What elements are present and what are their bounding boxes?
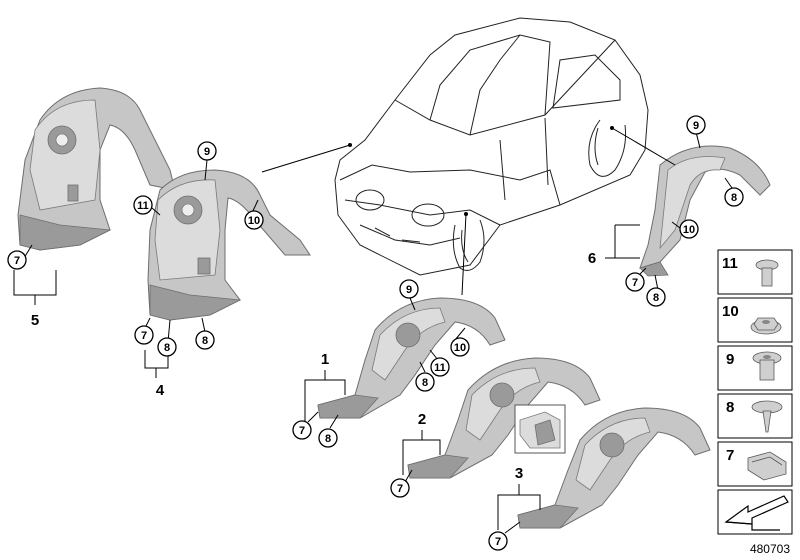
legend-item-expanding-rivet: 11 [717,249,793,295]
car-illustration [334,17,649,276]
callout: 9 [197,141,217,161]
svg-text:10: 10 [683,224,695,236]
callout: 10 [450,337,470,357]
svg-text:8: 8 [325,433,331,445]
callout: 11 [133,195,153,215]
svg-text:8: 8 [731,192,737,204]
svg-text:7: 7 [141,330,147,342]
spring-nut-icon [747,451,787,481]
svg-text:7: 7 [632,277,638,289]
svg-text:11: 11 [722,255,738,272]
callout: 7 [390,478,410,498]
svg-text:8: 8 [422,377,428,389]
legend-item-spring-nut: 7 [717,441,793,487]
svg-text:7: 7 [14,255,20,267]
callout: 8 [415,372,435,392]
arrow-icon [724,495,789,531]
svg-text:8: 8 [202,335,208,347]
plastic-nut-icon [752,351,782,381]
svg-text:9: 9 [204,146,210,158]
wheel-arch-liner-3 [517,407,711,529]
callout: 7 [134,325,154,345]
screw-icon [751,400,783,433]
svg-text:8: 8 [726,399,734,416]
callout: 11 [430,357,450,377]
callout: 9 [686,115,706,135]
callout: 9 [399,279,419,299]
callout: 7 [7,250,27,270]
group-label-2: 2 [418,411,426,428]
svg-text:7: 7 [299,425,305,437]
legend-item-plastic-nut: 9 [717,345,793,391]
svg-text:9: 9 [406,284,412,296]
svg-text:10: 10 [248,215,260,227]
callouts: 9 11 10 7 7 8 8 9 10 11 8 7 8 7 7 9 8 10… [7,115,744,551]
group-label-3: 3 [515,465,523,482]
detail-inset [514,404,566,454]
group-labels: 5 4 6 1 2 3 [31,250,596,482]
svg-text:10: 10 [722,303,739,320]
svg-text:9: 9 [726,351,734,368]
group-label-1: 1 [321,351,329,368]
callout: 8 [318,428,338,448]
group-brackets [13,224,640,530]
callout: 7 [488,531,508,551]
svg-text:7: 7 [397,483,403,495]
callout: 8 [195,330,215,350]
reference-number: 480703 [750,542,790,556]
legend-item-flange-nut: 10 [717,297,793,343]
svg-text:9: 9 [693,120,699,132]
svg-text:8: 8 [653,292,659,304]
callout: 10 [244,210,264,230]
callout: 8 [646,287,666,307]
wheel-arch-liner-4 [147,169,311,321]
svg-text:11: 11 [434,362,446,374]
group-label-4: 4 [156,382,165,399]
flange-nut-icon [750,317,782,335]
svg-text:8: 8 [164,342,170,354]
svg-text:11: 11 [137,200,149,212]
legend-item-screw: 8 [717,393,793,439]
callout: 8 [724,187,744,207]
wheel-arch-liner-2 [407,357,601,479]
group-label-5: 5 [31,312,39,329]
callout: 10 [679,219,699,239]
group-label-6: 6 [588,250,596,267]
wheel-arch-liner-5 [17,87,176,251]
svg-text:10: 10 [454,342,466,354]
parts-legend: 11 10 9 8 [717,249,793,535]
callout: 7 [625,272,645,292]
legend-item-direction [717,489,793,535]
svg-text:7: 7 [495,536,501,548]
expanding-rivet-icon [755,259,779,287]
callout: 8 [157,337,177,357]
wheel-arch-liner-1 [317,297,506,419]
svg-text:7: 7 [726,447,734,464]
callout: 7 [292,420,312,440]
